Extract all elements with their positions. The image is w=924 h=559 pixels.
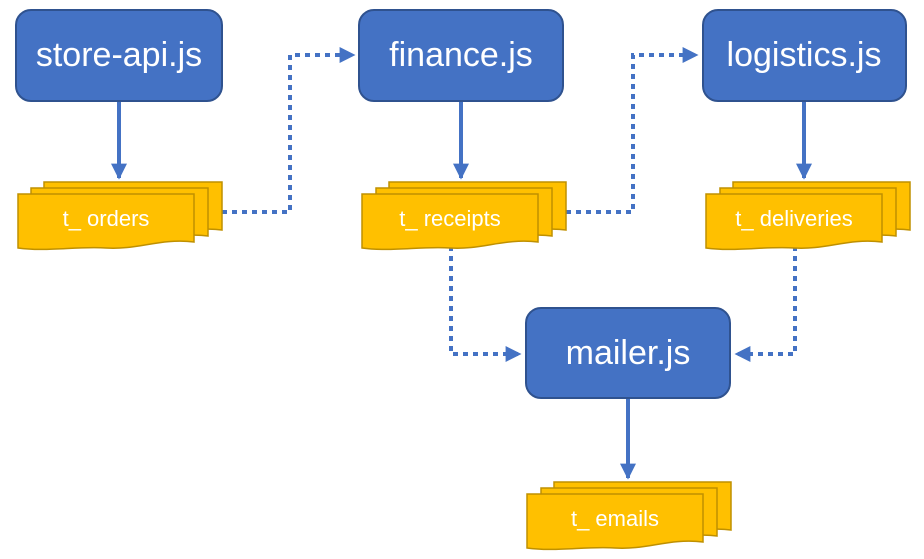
topic-orders-label: t_ orders — [63, 206, 150, 231]
service-store-api: store-api.js — [15, 9, 223, 102]
service-logistics: logistics.js — [702, 9, 907, 102]
topic-orders: t_ orders — [17, 181, 223, 251]
service-logistics-label: logistics.js — [727, 36, 882, 74]
topic-receipts-label: t_ receipts — [399, 206, 501, 231]
topic-deliveries: t_ deliveries — [705, 181, 911, 251]
topic-emails: t_ emails — [526, 481, 732, 551]
topic-deliveries-label: t_ deliveries — [735, 206, 852, 231]
edge-receipts-to-mailer — [449, 246, 522, 362]
service-mailer-label: mailer.js — [566, 334, 691, 372]
service-finance: finance.js — [358, 9, 564, 102]
connectors — [111, 47, 812, 480]
topic-emails-label: t_ emails — [571, 506, 659, 531]
edge-receipts-to-logistics — [566, 47, 699, 214]
service-mailer: mailer.js — [525, 307, 731, 399]
service-finance-label: finance.js — [389, 36, 533, 74]
topic-receipts: t_ receipts — [361, 181, 567, 251]
edge-orders-to-finance — [222, 47, 356, 214]
service-store-api-label: store-api.js — [36, 36, 202, 74]
edge-deliveries-to-mailer — [734, 246, 797, 362]
